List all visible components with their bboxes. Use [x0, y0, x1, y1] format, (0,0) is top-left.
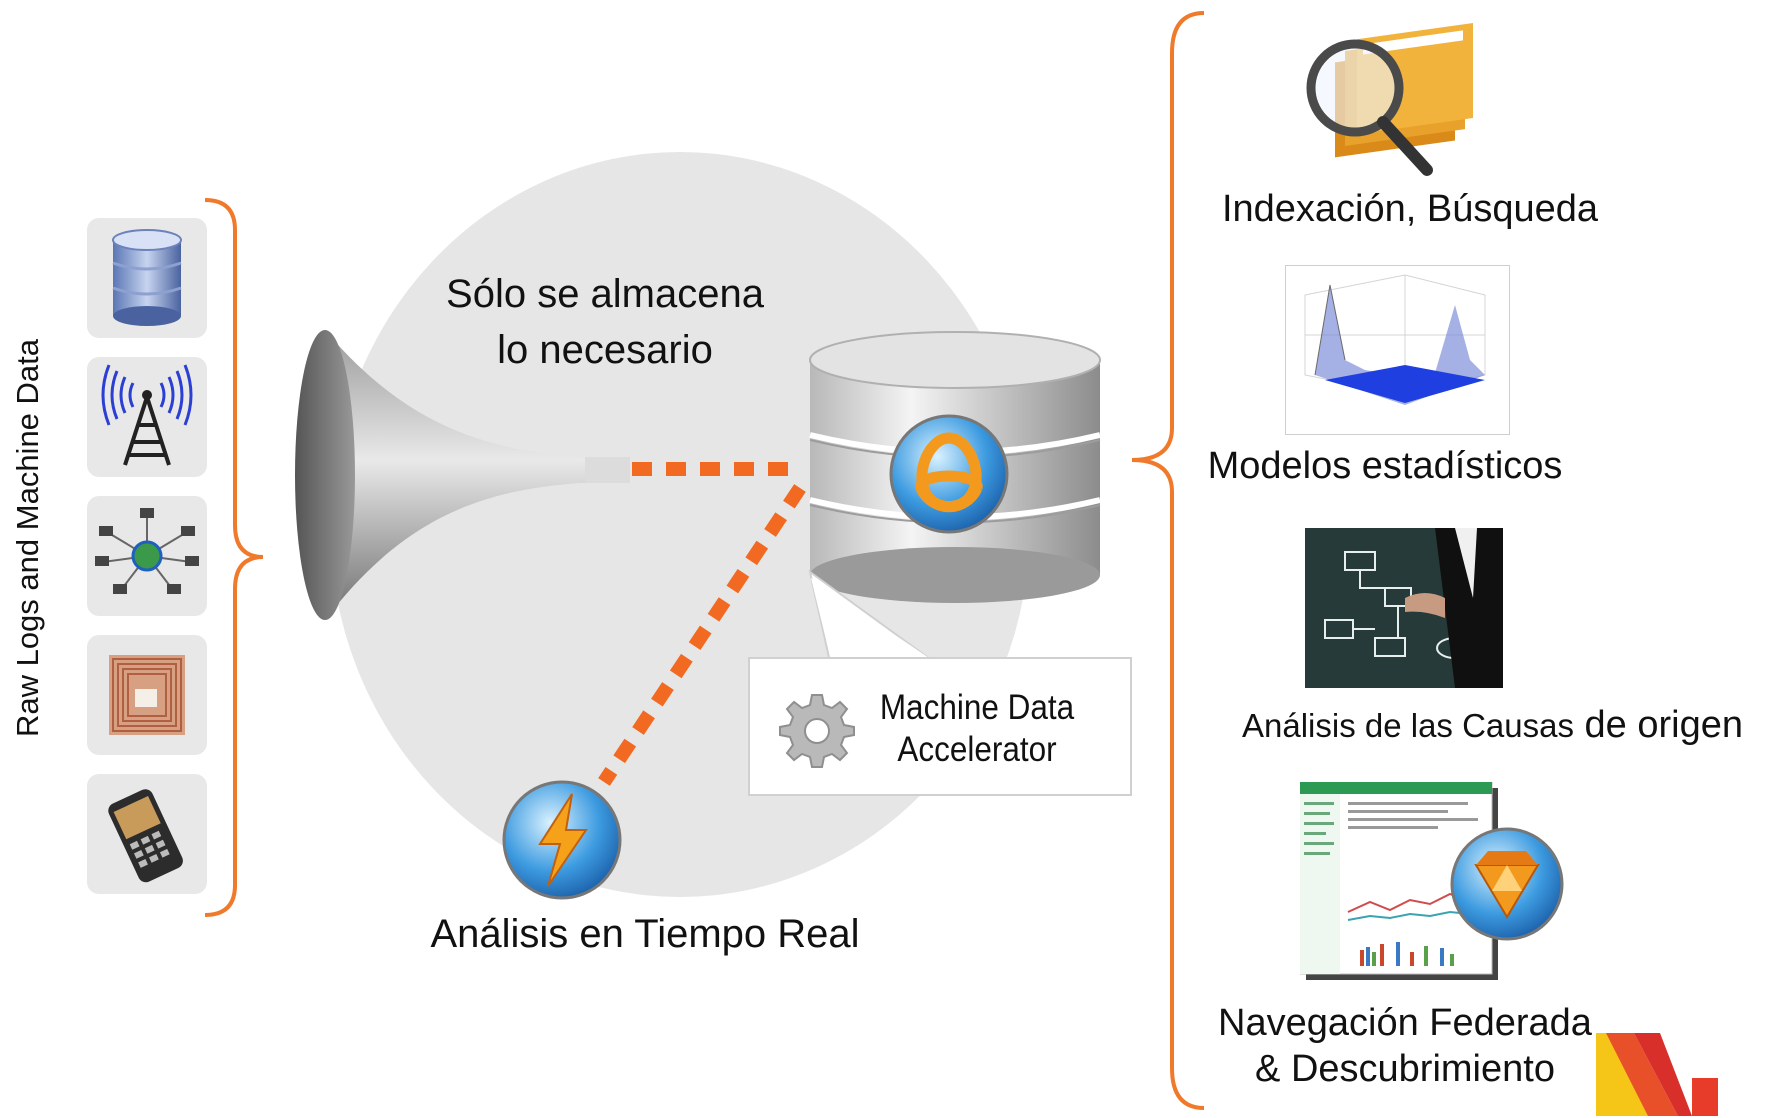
source-tile-database	[87, 218, 207, 338]
realtime-caption: Análisis en Tiempo Real	[430, 912, 860, 956]
federated-orb-icon	[1450, 827, 1564, 941]
funnel-icon	[295, 330, 630, 620]
source-tile-antenna	[87, 357, 207, 477]
source-tile-rfid	[87, 635, 207, 755]
accelerator-callout: Machine Data Accelerator	[748, 657, 1132, 796]
output-label-indexing: Indexación, Búsqueda	[1221, 188, 1599, 230]
output-label-root-cause-a: Análisis de las Causas	[1241, 707, 1574, 744]
center-caption: Sólo se almacena lo necesario	[395, 270, 815, 374]
rfid-chip-icon	[109, 655, 185, 735]
output-label-federated: Navegación Federada & Descubrimiento	[1180, 1000, 1630, 1092]
source-tile-mobile	[87, 774, 207, 894]
federated-dashboard-image	[1300, 782, 1498, 980]
mobile-phone-icon	[108, 789, 183, 883]
left-brace-icon	[204, 198, 264, 917]
database-icon	[112, 229, 182, 326]
center-caption-line-2: lo necesario	[497, 328, 713, 372]
knot-orb-icon	[889, 414, 1009, 534]
callout-line-2: Accelerator	[897, 730, 1057, 769]
output-label-federated-line-2: & Descubrimiento	[1255, 1048, 1555, 1090]
output-label-root-cause: Análisis de las Causas de origen	[1205, 702, 1780, 749]
center-caption-line-1: Sólo se almacena	[446, 272, 764, 316]
lightning-orb-icon	[502, 780, 622, 900]
statistical-model-chart-icon	[1285, 265, 1510, 435]
output-label-root-cause-b: de origen	[1573, 704, 1743, 746]
gear-icon	[779, 694, 855, 768]
callout-line-1: Machine Data	[879, 688, 1075, 727]
source-tile-network	[87, 496, 207, 616]
callout-pointer	[808, 570, 936, 662]
brand-logo	[1596, 1033, 1718, 1116]
antenna-tower-icon	[101, 364, 193, 466]
folder-search-icon	[1306, 22, 1473, 176]
right-brace-icon	[1131, 11, 1205, 1110]
root-cause-whiteboard-image	[1305, 528, 1503, 688]
output-label-statistical: Modelos estadísticos	[1207, 445, 1563, 487]
output-label-federated-line-1: Navegación Federada	[1218, 1002, 1592, 1044]
network-globe-icon	[95, 508, 199, 594]
